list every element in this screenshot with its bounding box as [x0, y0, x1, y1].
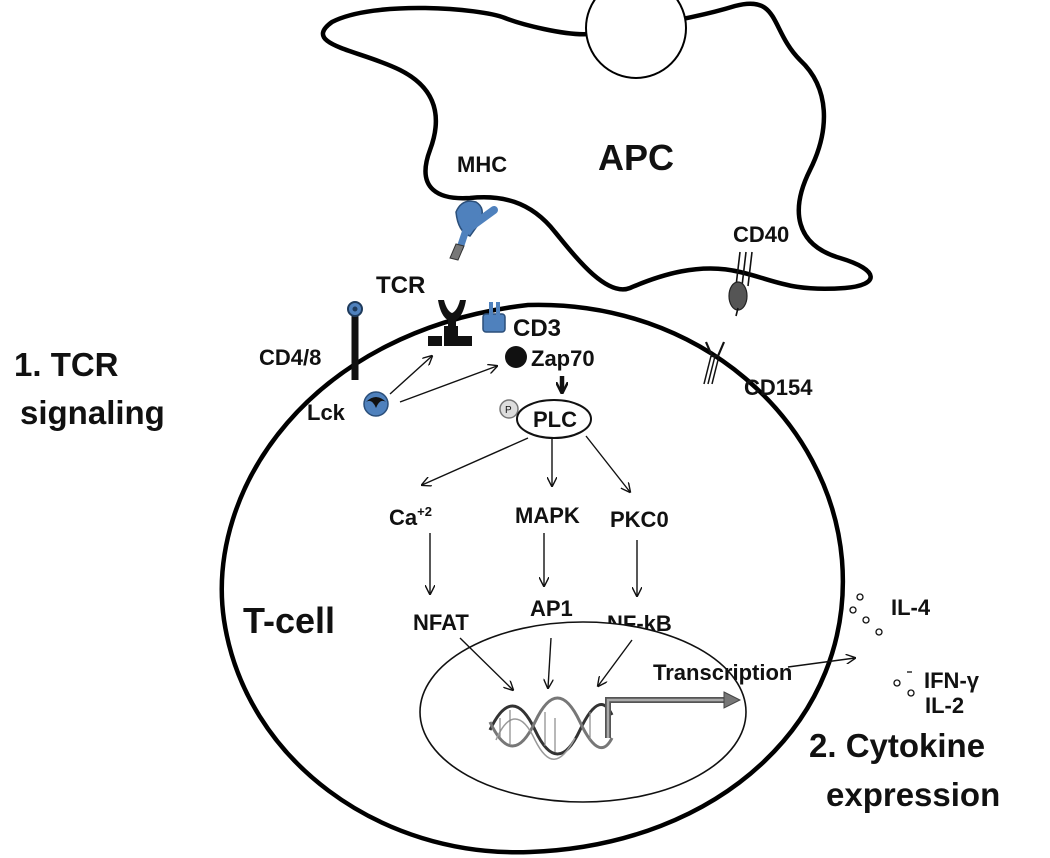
tcr-label: TCR	[376, 272, 425, 299]
cd154-icon	[703, 341, 726, 385]
tcell-membrane	[219, 302, 846, 855]
mapk-label: MAPK	[515, 503, 580, 528]
lck-icon	[363, 391, 389, 417]
arrow-transcription-to-cytokines	[787, 658, 855, 668]
arrow-nfkb-to-dna	[598, 639, 633, 686]
section-tcr-signaling-subtitle: signaling	[20, 394, 165, 431]
section-cytokine-title: 2. Cytokine	[809, 727, 985, 764]
ifn-label: IFN-γ	[924, 668, 980, 693]
ap1-label: AP1	[530, 596, 573, 621]
cd48-icon	[347, 301, 363, 380]
ca-label: Ca+2	[389, 504, 432, 530]
plc-node	[516, 399, 592, 439]
apc-label: APC	[598, 137, 674, 178]
arrow-ap1-to-dna	[548, 637, 551, 688]
dna-helix-icon	[488, 696, 614, 760]
ifn-il2-dots-icon	[893, 671, 915, 697]
cd154-label: CD154	[744, 375, 813, 400]
zap70-icon	[505, 346, 527, 368]
il4-dots-icon	[849, 593, 883, 636]
section-cytokine-subtitle: expression	[826, 776, 1000, 813]
cd3-label: CD3	[513, 315, 561, 342]
arrow-plc-to-ca	[422, 437, 529, 485]
il4-label: IL-4	[891, 595, 931, 620]
transcription-arrow-icon	[605, 691, 742, 738]
arrow-lck-to-zap70	[399, 366, 497, 403]
nfat-label: NFAT	[413, 610, 469, 635]
il2-label: IL-2	[925, 693, 964, 718]
plc-label: PLC	[533, 407, 577, 432]
phospho-icon	[499, 399, 519, 419]
section-tcr-signaling-title: 1. TCR	[14, 346, 119, 383]
arrow-plc-to-pkc	[585, 435, 630, 492]
mhc-label: MHC	[457, 152, 507, 177]
tcell-nucleus	[419, 621, 747, 803]
cd40-label: CD40	[733, 222, 789, 247]
tcell-label: T-cell	[243, 600, 335, 641]
cd40-icon	[728, 251, 753, 317]
cd3-icon	[482, 302, 506, 333]
apc-nucleus	[585, 0, 687, 79]
transcription-label: Transcription	[653, 660, 792, 685]
tcr-icon	[428, 300, 472, 346]
zap70-label: Zap70	[531, 346, 595, 371]
phospho-label: P	[505, 405, 512, 416]
arrow-lck-to-tcr	[389, 356, 432, 395]
pkc-label: PKC0	[610, 507, 669, 532]
mhc-icon	[449, 200, 498, 261]
arrow-nfat-to-dna	[459, 637, 513, 690]
cd48-label: CD4/8	[259, 345, 321, 370]
lck-label: Lck	[307, 400, 346, 425]
